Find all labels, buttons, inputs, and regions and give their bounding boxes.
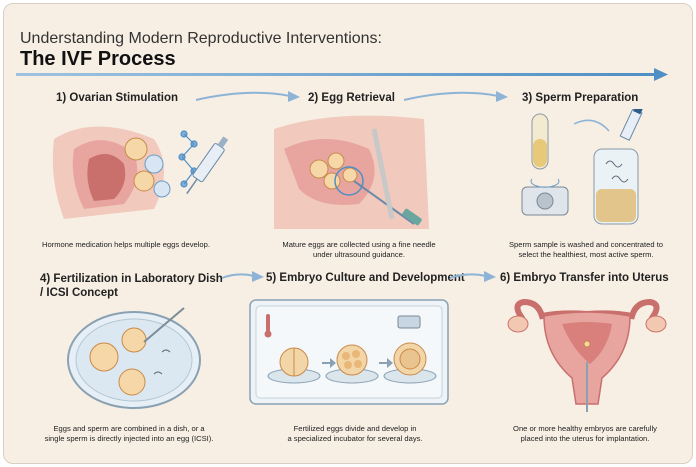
step4-caption-line2: single sperm is directly injected into a… — [44, 433, 214, 443]
step2-title: 2) Egg Retrieval — [308, 92, 395, 104]
step6-caption-line1: One or more healthy embryos are carefull… — [513, 424, 657, 433]
top-flow-arrow-icon — [16, 68, 668, 81]
uterus-illustration — [507, 298, 667, 412]
step5-title: 5) Embryo Culture and Development — [266, 272, 465, 284]
title-line1: Understanding Modern Reproductive Interv… — [20, 30, 382, 47]
petri-dish-illustration — [67, 307, 201, 409]
thermometer-icon — [264, 314, 272, 338]
ultrasound-needle-illustration — [274, 115, 429, 229]
step3-title: 3) Sperm Preparation — [522, 92, 639, 104]
step6-title: 6) Embryo Transfer into Uterus — [500, 272, 669, 284]
centrifuge-illustration — [521, 178, 569, 216]
step2-caption-line2: under ultrasound guidance. — [312, 249, 406, 259]
infographic-frame: Understanding Modern Reproductive Interv… — [3, 3, 693, 464]
test-tube-illustration — [531, 113, 549, 170]
step1-title: 1) Ovarian Stimulation — [56, 92, 179, 104]
step5-caption-line1: Fertilized eggs divide and develop in — [293, 424, 417, 433]
step5-caption-line2: a specialized incubator for several days… — [287, 433, 423, 443]
flow-arrow-icon — [221, 271, 264, 282]
step2-caption-line1: Mature eggs are collected using a fine n… — [282, 240, 436, 249]
step4-title-line2: / ICSI Concept — [40, 287, 118, 300]
step4-caption-line1: Eggs and sperm are combined in a dish, o… — [53, 424, 205, 433]
flow-arrow-icon — [195, 91, 300, 102]
step5-caption: Fertilized eggs divide and develop in a … — [260, 424, 450, 444]
step2-caption: Mature eggs are collected using a fine n… — [264, 240, 454, 260]
step4-caption: Eggs and sperm are combined in a dish, o… — [26, 424, 232, 444]
step6-caption-line2: placed into the uterus for implantation. — [520, 433, 650, 443]
step3-caption-line2: select the healthiest, most active sperm… — [518, 249, 654, 259]
ovary-illustration — [52, 126, 229, 219]
flow-arrow-icon — [449, 271, 496, 282]
title-line2: The IVF Process — [20, 48, 176, 70]
flow-arrow-icon — [403, 91, 508, 102]
sperm-preparation-illustration — [521, 109, 644, 225]
step1-caption: Hormone medication helps multiple eggs d… — [41, 240, 210, 249]
incubator-illustration — [249, 299, 449, 405]
step3-caption-line1: Sperm sample is washed and concentrated … — [508, 240, 664, 249]
step3-caption: Sperm sample is washed and concentrated … — [488, 240, 684, 260]
step4-title: 4) Fertilization in Laboratory Dish / IC… — [40, 272, 223, 301]
step4-title-line1: 4) Fertilization in Laboratory Dish — [40, 273, 223, 285]
step6-caption: One or more healthy embryos are carefull… — [490, 424, 680, 444]
